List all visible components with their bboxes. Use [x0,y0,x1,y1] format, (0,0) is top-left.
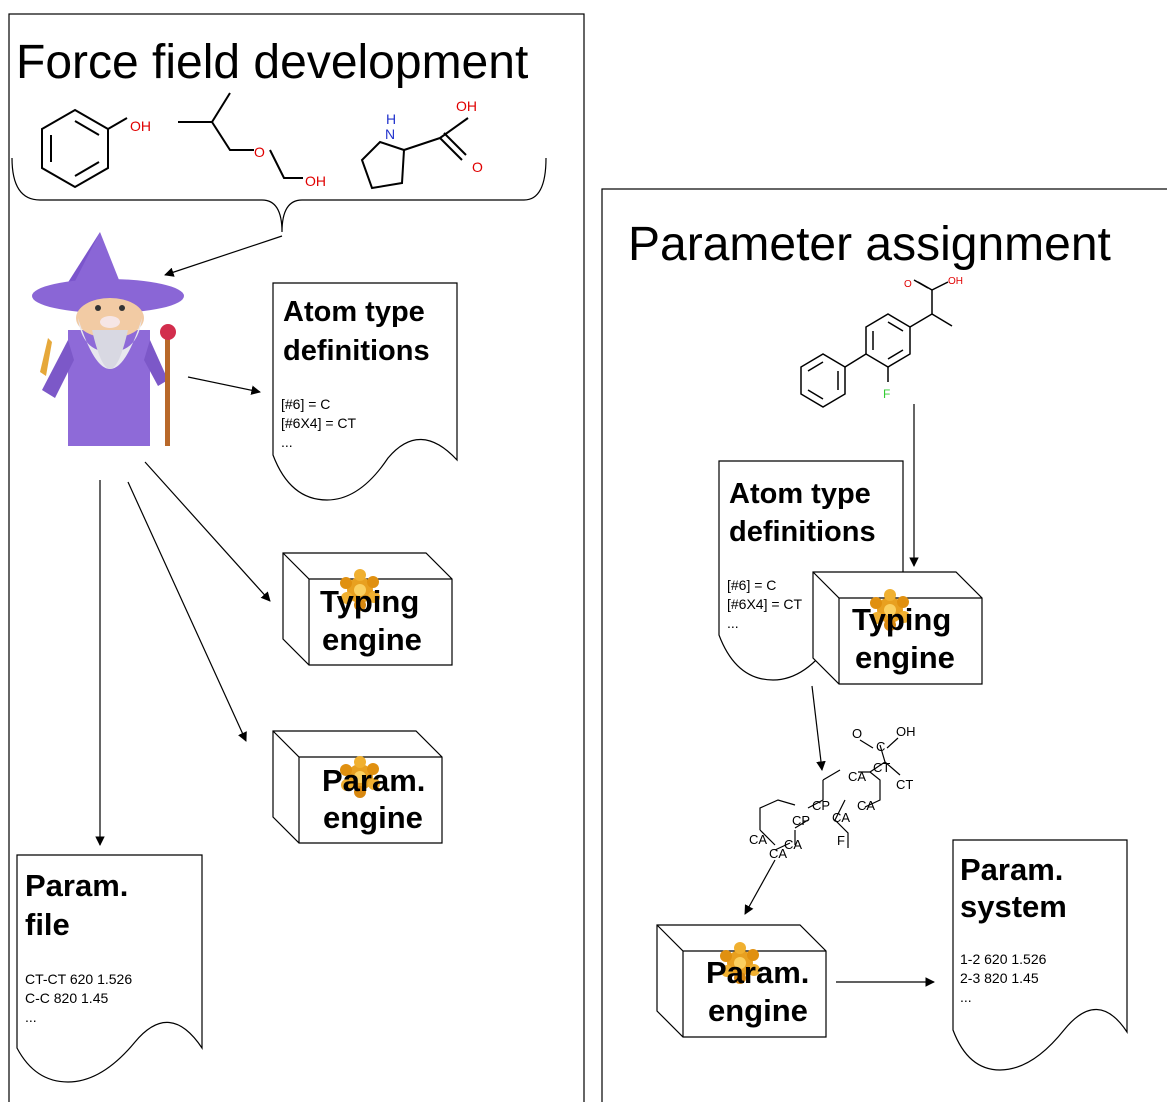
typed-ct2-label: CT [896,777,913,792]
ether-o-label: O [254,144,265,160]
param-system-line-1: 1-2 620 1.526 [960,951,1047,967]
wizard-to-param-arrow [127,481,247,742]
typing-to-molecule-arrow [811,685,826,771]
wizard-to-typing-arrow [144,461,271,602]
phenol-molecule [41,108,128,189]
wizard-to-atomtypes-arrow [187,376,261,395]
typed-oh-label: OH [896,724,916,739]
typed-c-label: C [876,739,885,754]
atom-types-right-line-1: [#6] = C [727,577,776,593]
atom-types-right-title-2: definitions [729,516,876,548]
typing-engine-label-1: Typing [320,584,419,619]
atom-types-document-right: Atom type definitions [#6] = C [#6X4] = … [718,460,904,681]
param-engine-right-label-1: Param. [706,955,809,990]
molecule-to-param-arrow [744,859,776,915]
param-assignment-panel: Parameter assignment O OH F Atom type de… [601,188,1167,1102]
param-file-line-1: CT-CT 620 1.526 [25,971,132,987]
ether-oh-label: OH [305,173,326,189]
param-file-title-2: file [25,907,70,942]
phenol-oh-label: OH [130,118,151,134]
atom-types-title-2: definitions [283,335,430,367]
atom-types-right-line-2: [#6X4] = CT [727,596,803,612]
flurbi-f-label: F [883,387,890,401]
atom-types-right-title-1: Atom type [729,478,871,510]
param-file-line-3: ... [25,1009,37,1025]
param-engine-box-left: Param. engine [272,730,443,844]
proline-h-label: H [386,111,396,127]
atom-types-line-2: [#6X4] = CT [281,415,357,431]
atom-types-line-1: [#6] = C [281,396,330,412]
proline-oh-label: OH [456,98,477,114]
param-file-document: Param. file CT-CT 620 1.526 C-C 820 1.45… [16,854,203,1083]
proline-molecule [360,117,469,190]
param-system-title-2: system [960,889,1067,924]
param-assignment-title: Parameter assignment [628,218,1111,271]
flurbi-oh-label: OH [948,276,963,287]
atom-types-line-3: ... [281,434,293,450]
atom-types-title-1: Atom type [283,296,425,328]
molecules-brace [11,157,547,233]
param-file-line-2: C-C 820 1.45 [25,990,108,1006]
typed-ca2-label: CA [857,798,875,813]
force-field-panel: Force field development OH O OH H N OH O [8,13,585,1102]
typed-cp1-label: CP [812,798,830,813]
typing-engine-box-right: Typing engine [812,571,983,685]
param-system-line-3: ... [960,989,972,1005]
typed-ca4-label: CA [749,832,767,847]
typed-o-label: O [852,726,862,741]
brace-to-wizard-arrow [164,235,283,277]
param-engine-label-1: Param. [322,763,425,798]
ether-molecule [178,92,303,179]
typed-ca1-label: CA [848,769,866,784]
typed-ca3-label: CA [832,810,850,825]
typed-f-label: F [837,833,845,848]
typing-engine-box-left: Typing engine [282,552,453,666]
atom-types-right-line-3: ... [727,615,739,631]
typing-engine-label-2: engine [322,622,422,657]
typed-molecule [759,737,901,851]
param-engine-right-label-2: engine [708,993,808,1028]
typed-ca6-label: CA [784,837,802,852]
param-engine-box-right: Param. engine [656,924,827,1038]
atom-types-document: Atom type definitions [#6] = C [#6X4] = … [272,282,458,501]
param-system-document: Param. system 1-2 620 1.526 2-3 820 1.45… [952,839,1128,1071]
param-system-title-1: Param. [960,852,1063,887]
param-system-line-2: 2-3 820 1.45 [960,970,1039,986]
force-field-title: Force field development [16,36,528,89]
param-file-title-1: Param. [25,868,128,903]
proline-o-label: O [472,159,483,175]
flurbiprofen-molecule [800,279,953,408]
typing-engine-right-label-2: engine [855,640,955,675]
typing-engine-right-label-1: Typing [852,602,951,637]
wizard-icon [32,232,184,446]
typed-cp2-label: CP [792,813,810,828]
proline-n-label: N [385,126,395,142]
param-engine-label-2: engine [323,800,423,835]
typed-ct1-label: CT [873,760,890,775]
flurbi-o-label: O [904,279,912,290]
typed-ca5-label: CA [769,846,787,861]
